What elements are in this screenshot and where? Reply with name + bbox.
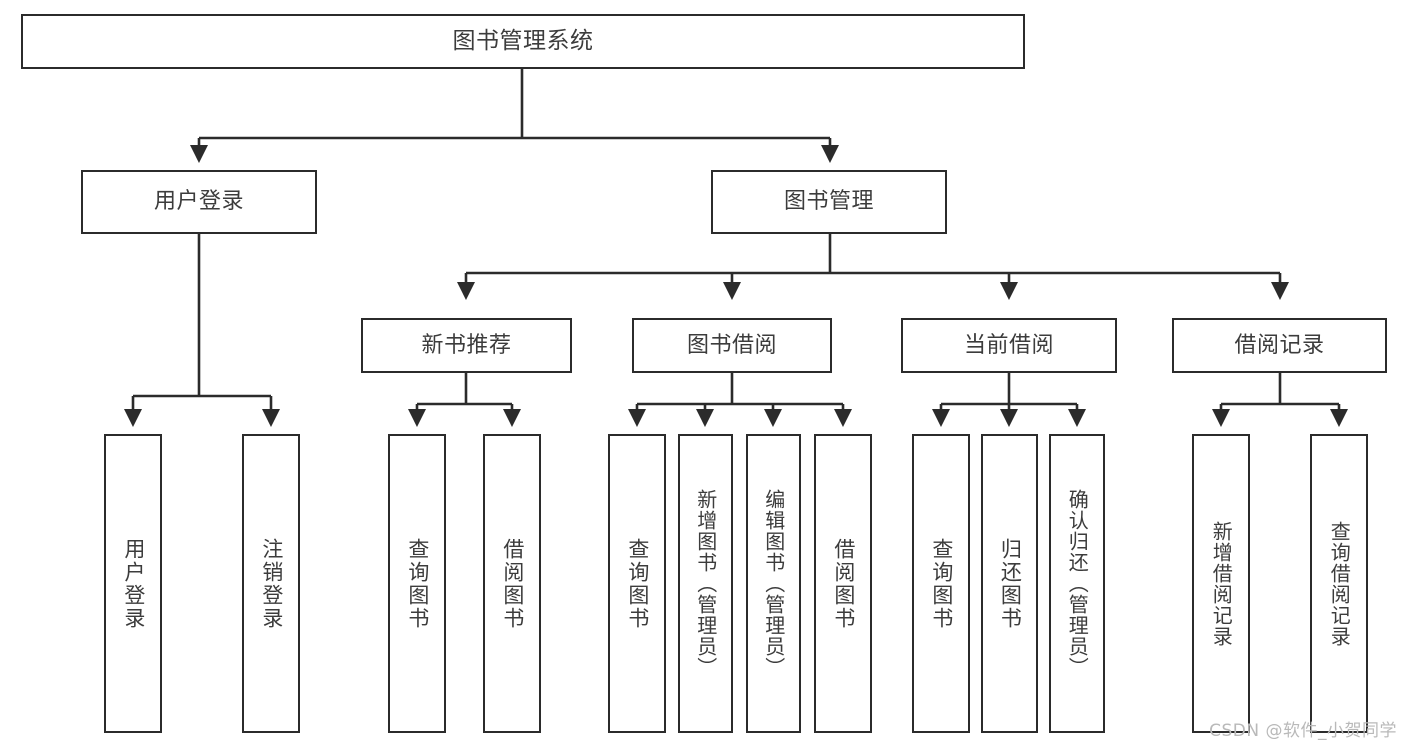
node-label: 查询图书 [405,537,430,630]
node-label: 借阅图书 [500,537,525,630]
node-label: 编辑图书（管理员） [761,489,786,678]
node-label: 新书推荐 [421,332,512,358]
node-label: 用户登录 [121,537,146,630]
node-label: 查询图书 [625,537,650,630]
node-leaf-borrow-book-2[interactable]: 借阅图书 [814,434,872,733]
csdn-watermark: CSDN @软件_小贺同学 [1209,721,1397,741]
node-current-borrow[interactable]: 当前借阅 [901,318,1117,373]
node-leaf-add-book[interactable]: 新增图书（管理员） [678,434,733,733]
node-label: 归还图书 [998,537,1023,630]
node-user-login[interactable]: 用户登录 [81,170,317,234]
node-leaf-query-record[interactable]: 查询借阅记录 [1310,434,1368,733]
node-label: 查询图书 [929,537,954,630]
node-book-management-system[interactable]: 图书管理系统 [21,14,1025,69]
node-book-borrow[interactable]: 图书借阅 [632,318,832,373]
node-label: 图书管理系统 [452,27,594,54]
node-label: 确认归还（管理员） [1065,489,1090,678]
node-label: 图书借阅 [686,332,777,358]
node-label: 注销登录 [259,537,284,630]
node-leaf-edit-book[interactable]: 编辑图书（管理员） [746,434,801,733]
node-leaf-add-record[interactable]: 新增借阅记录 [1192,434,1250,733]
node-label: 借阅图书 [831,537,856,630]
node-label: 当前借阅 [963,332,1054,358]
node-label: 新增图书（管理员） [693,489,718,678]
node-leaf-logout-login[interactable]: 注销登录 [242,434,300,733]
node-leaf-return-book[interactable]: 归还图书 [981,434,1038,733]
node-leaf-user-login[interactable]: 用户登录 [104,434,162,733]
node-label: 查询借阅记录 [1327,520,1352,647]
node-leaf-borrow-book-1[interactable]: 借阅图书 [483,434,541,733]
node-leaf-confirm-return[interactable]: 确认归还（管理员） [1049,434,1105,733]
node-label: 用户登录 [153,189,244,215]
node-book-management[interactable]: 图书管理 [711,170,947,234]
node-leaf-query-book-2[interactable]: 查询图书 [608,434,666,733]
node-leaf-query-book-3[interactable]: 查询图书 [912,434,970,733]
node-leaf-query-book-1[interactable]: 查询图书 [388,434,446,733]
node-label: 新增借阅记录 [1209,520,1234,647]
node-borrow-record[interactable]: 借阅记录 [1172,318,1387,373]
node-label: 借阅记录 [1234,332,1325,358]
node-label: 图书管理 [783,189,874,215]
node-new-book-recommend[interactable]: 新书推荐 [361,318,572,373]
